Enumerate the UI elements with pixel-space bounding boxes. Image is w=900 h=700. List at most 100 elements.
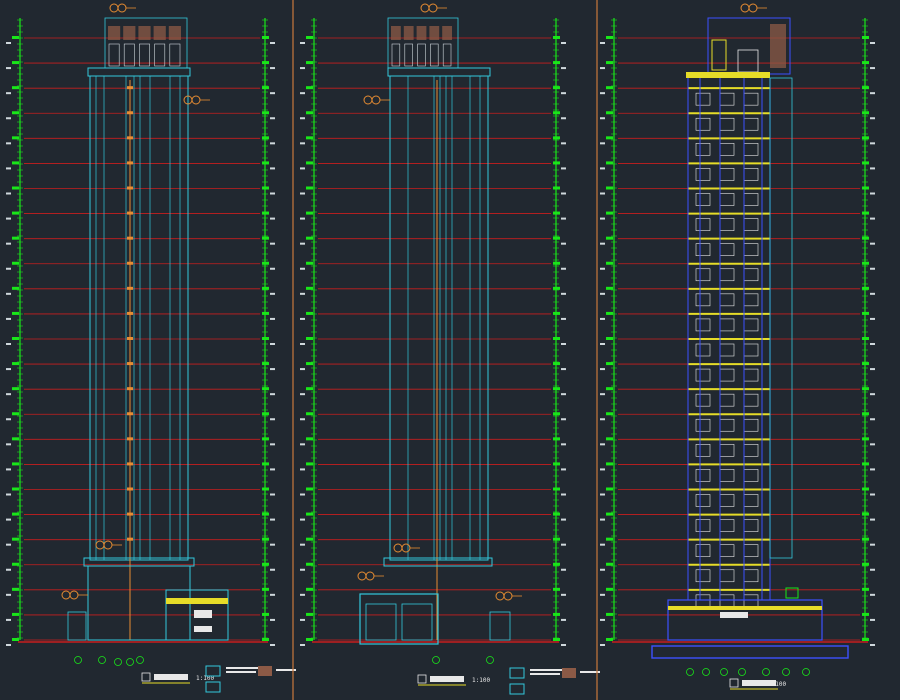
tag-roof-c-circle [740, 3, 750, 13]
level-text-right [870, 468, 875, 471]
level-text-right [870, 593, 875, 596]
level-text-right [270, 468, 275, 471]
level-text-right [561, 192, 566, 195]
level-text-right [870, 242, 875, 245]
section-room [695, 393, 711, 407]
section-room [695, 368, 711, 382]
level-text-right [870, 267, 875, 270]
level-marker-left [306, 36, 313, 39]
level-marker-left [12, 261, 19, 265]
tag-roof-c-circle [748, 3, 758, 13]
level-text-left [6, 443, 11, 446]
level-text-left [600, 92, 605, 95]
annex-slab [166, 598, 228, 604]
level-text-right [561, 117, 566, 120]
level-text-right [270, 217, 275, 220]
level-marker-left [12, 462, 19, 466]
section-room [743, 268, 759, 282]
level-text-right [561, 67, 566, 70]
section-room [695, 494, 711, 507]
level-text-right [270, 418, 275, 421]
grid-bubble [486, 656, 494, 664]
level-text-left [600, 42, 605, 44]
dimension-markers [6, 18, 875, 646]
section-room [743, 368, 759, 382]
grid-bubble [802, 668, 810, 676]
section-room [695, 243, 711, 256]
level-text-right [270, 42, 275, 44]
grid-bubble [136, 656, 144, 664]
level-marker-left [606, 236, 613, 240]
annex-sign [194, 626, 212, 632]
level-text-right [270, 167, 275, 170]
level-text-right [870, 142, 875, 145]
level-text-right [561, 317, 566, 320]
level-text-left [600, 418, 605, 421]
level-marker-left [306, 462, 313, 466]
level-marker-left [306, 186, 313, 190]
title-text-block [154, 674, 188, 680]
section-room [695, 519, 711, 532]
level-marker-left [606, 86, 613, 90]
level-text-right [270, 644, 275, 646]
level-text-right [561, 267, 566, 270]
level-text-right [270, 618, 275, 621]
crown-window [123, 43, 135, 67]
level-text-left [300, 468, 305, 471]
level-text-left [6, 393, 11, 396]
level-text-left [6, 317, 11, 320]
legend-text [226, 667, 260, 669]
level-marker-left [606, 286, 613, 290]
level-text-left [300, 217, 305, 220]
level-text-left [600, 468, 605, 471]
level-text-right [270, 92, 275, 95]
level-marker-left [606, 612, 613, 616]
level-text-right [561, 468, 566, 471]
tag-canopy-a-circle [69, 590, 79, 600]
level-marker-left [306, 512, 313, 516]
level-text-left [300, 42, 305, 44]
grid-bubble [702, 668, 710, 676]
level-text-right [870, 317, 875, 320]
section-room [743, 469, 759, 482]
tag-cornice-b-circle [363, 95, 373, 105]
level-marker-left [606, 362, 613, 366]
level-text-left [300, 67, 305, 70]
section-room [719, 519, 735, 532]
level-text-right [270, 368, 275, 371]
level-marker-left [12, 537, 19, 541]
level-marker-left [12, 638, 19, 641]
section-room [695, 544, 711, 557]
section-room [695, 569, 711, 583]
level-text-left [600, 117, 605, 120]
level-text-right [870, 543, 875, 546]
level-marker-left [606, 512, 613, 516]
section-room [719, 494, 735, 507]
level-marker-left [306, 86, 313, 90]
level-text-right [270, 593, 275, 596]
level-marker-left [306, 587, 313, 591]
level-text-left [600, 67, 605, 70]
crown-panel [391, 26, 401, 40]
level-text-left [6, 543, 11, 546]
title-symbol [141, 672, 151, 682]
level-marker-left [306, 537, 313, 541]
level-text-right [561, 568, 566, 571]
tower-body [389, 75, 489, 561]
podium-slab [668, 606, 822, 610]
tag-roof-a-circle [109, 3, 119, 13]
podium-section [667, 599, 823, 641]
tag-podium-b-circle [393, 543, 403, 553]
legend-swatch-glass [509, 667, 525, 679]
level-text-right [870, 117, 875, 120]
level-marker-left [606, 462, 613, 466]
title-scale: 1:100 [196, 675, 214, 682]
level-text-left [600, 242, 605, 245]
legend-text [276, 669, 296, 671]
tag-cornice-a-circle [191, 95, 201, 105]
level-text-left [600, 142, 605, 145]
section-room [695, 293, 711, 307]
level-text-right [270, 493, 275, 496]
level-text-left [300, 568, 305, 571]
